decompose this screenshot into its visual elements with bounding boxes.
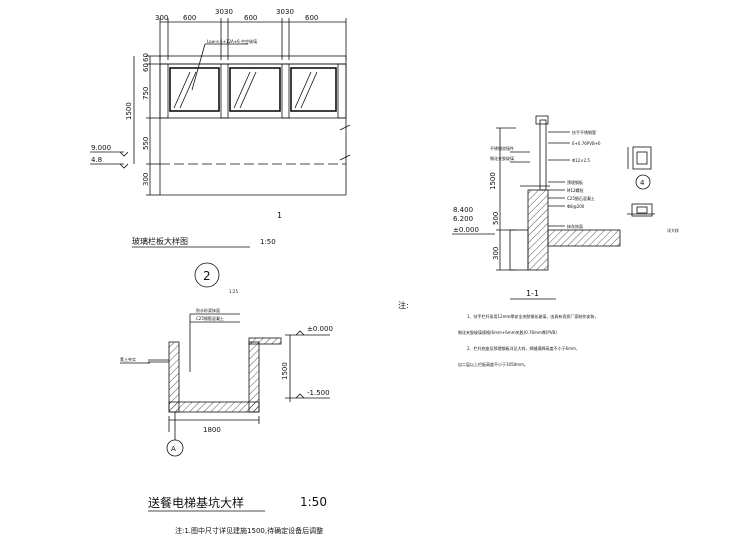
pit-note-0: 防水砂浆抹面 [196, 307, 220, 313]
axis-label: A [171, 445, 176, 453]
side-dim-1: 60 [142, 63, 150, 72]
section-slab [547, 229, 621, 247]
bubble-sub: 1:25 [229, 289, 238, 294]
detail-4-label: 详大样 [667, 227, 679, 233]
section-note-0: 扶手不锈钢管 [572, 129, 596, 135]
section-dim-0: 1500 [489, 172, 497, 190]
top-rail [159, 55, 347, 65]
section-dim-1: 500 [492, 212, 500, 225]
glass-leader-note: Low-e 6+12A+6 中空玻璃 [207, 38, 257, 44]
section-note-9: 抹灰饰面 [567, 223, 583, 229]
level-bottom: 4.8 [91, 156, 102, 164]
section-curb [527, 189, 549, 271]
detail-4-part [632, 146, 652, 170]
side-dim-4: 550 [142, 137, 150, 150]
notes-line-0: 1、扶手栏杆采用12mm厚安全夹胶钢化玻璃，由具有资质厂家制作安装， [467, 313, 598, 319]
detail-4-section [631, 203, 653, 217]
section-note-7: C25细石混凝土 [567, 195, 595, 201]
section-note-3: 钢化夹胶玻璃 [490, 155, 514, 161]
top-dim-7: 600 [305, 14, 318, 22]
railing-title: 玻璃栏板大样图 [132, 236, 188, 246]
side-dim-2: 750 [142, 87, 150, 100]
pit-footnote: 注:1.图中尺寸详见建施1500,待确定设备后调整 [175, 526, 323, 535]
section-level-2: ±0.000 [453, 226, 479, 234]
pit-level-1: -1.500 [307, 389, 330, 397]
section-note-6: M12螺栓 [567, 187, 584, 193]
top-dim-5: 30 [276, 8, 285, 16]
railing-elevation: 300 600 30 30 600 30 30 600 Low-e 6+12A+… [90, 8, 351, 294]
notes-line-3: 自二层以上栏板高度不小于1050mm。 [458, 361, 528, 367]
railing-scale: 1:50 [260, 238, 276, 246]
section-note-5: 预埋钢板 [567, 179, 583, 185]
detail-4-bubble [635, 174, 651, 190]
top-dim-0: 300 [155, 14, 168, 22]
pit-left-wall [168, 341, 180, 413]
pit-scale: 1:50 [300, 495, 327, 509]
detail-bubble-2 [194, 262, 220, 288]
pit-title: 送餐电梯基坑大样 [148, 495, 244, 510]
detail-4-number: 4 [640, 179, 645, 187]
glass-panel-3 [290, 67, 337, 112]
level-top: 9.000 [91, 144, 111, 152]
pit-dim-h: 1500 [281, 362, 289, 380]
glass-panel-1 [169, 67, 220, 112]
section-level-1: 6.200 [453, 215, 473, 223]
side-dim-5: 300 [142, 173, 150, 186]
top-dim-1: 600 [183, 14, 196, 22]
glass-panel-2 [229, 67, 281, 112]
section-handrail [535, 115, 549, 125]
elevator-pit: 防水砂浆抹面 C25钢筋混凝土 素土夯实 ±0.000 -1.500 1500 … [120, 307, 333, 535]
notes-line-2: 2、栏杆底座及预埋钢板详见大样，焊缝满焊高度不小于6mm， [467, 345, 580, 351]
bubble-number: 2 [203, 269, 211, 283]
section-note-1: 6+0.76PVB+6 [572, 141, 601, 146]
section-note-8: Φ8@200 [567, 204, 585, 209]
center-label: 1 [277, 211, 282, 220]
notes-line-1: 钢化夹胶玻璃规格(6mm+6mm夹胶)0.76mm厚(PVB) [458, 329, 557, 335]
top-dim-2: 30 [215, 8, 224, 16]
pit-right-wall [248, 341, 260, 413]
pit-level-0: ±0.000 [307, 325, 333, 333]
top-dim-6: 30 [285, 8, 294, 16]
section-note-2: 不锈钢驳接件 [490, 145, 514, 151]
pit-dim-w: 1800 [203, 426, 221, 434]
top-dim-4: 600 [244, 14, 257, 22]
notes-label: 注: [398, 300, 409, 310]
section-level-0: 8.400 [453, 206, 473, 214]
side-dim-0: 60 [142, 53, 150, 62]
pit-bottom-slab [168, 401, 260, 413]
pit-top-flange [248, 337, 282, 345]
pit-note-2: 素土夯实 [120, 356, 136, 362]
section-note-4: Φ12×2.5 [572, 158, 590, 163]
section-dim-2: 300 [492, 247, 500, 260]
section-glass [539, 119, 547, 191]
side-dim-3: 1500 [125, 102, 133, 120]
top-dim-3: 30 [224, 8, 233, 16]
section-1-1: 1500 500 300 8.400 6.200 ±0.000 扶手不锈钢管 6… [452, 115, 679, 300]
section-title: 1-1 [526, 289, 539, 298]
pit-note-1: C25钢筋混凝土 [196, 315, 224, 321]
axis-bubble-a [166, 439, 184, 457]
general-notes: 注: 1、扶手栏杆采用12mm厚安全夹胶钢化玻璃，由具有资质厂家制作安装， 钢化… [398, 300, 598, 367]
